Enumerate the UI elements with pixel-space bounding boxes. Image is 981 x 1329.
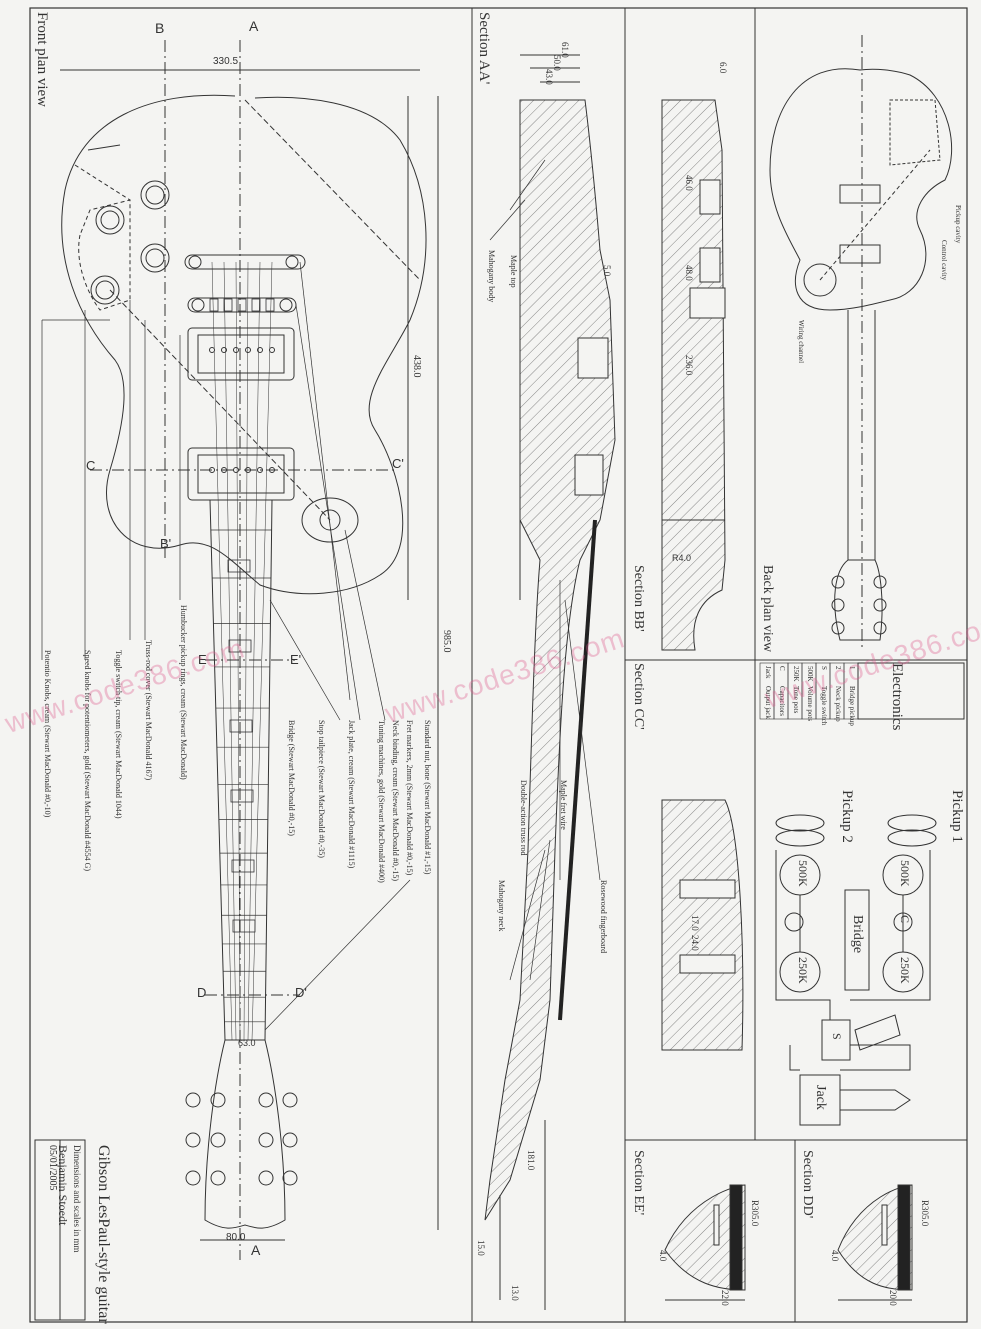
callout-fret-wire: Maple fret wire [559,780,568,830]
label-pickup-1: Pickup 1 [949,790,965,843]
callout-truss-rod: Double-action truss rod [519,780,528,856]
callout-bridge: Bridge (Stewart MacDonald #0,-15) [287,720,296,836]
drawing-title: Gibson LesPaul-style guitar [95,1145,112,1324]
wiring-diagram [775,814,937,1126]
label-pickup-2: Pickup 2 [839,790,855,843]
marker-b-prime: B' [160,536,172,551]
drawing-date: 05/01/2005 [47,1145,58,1191]
label-pot-tone-2: 250K [796,957,810,984]
label-cap: C [898,915,912,924]
dim-aa-13: 13.0 [510,1285,520,1301]
dim-aa-181: 181.0 [526,1150,536,1171]
dim-aa-43: 43.0 [544,69,554,85]
dim-ee-r: R305.0 [750,1200,760,1227]
electronics-table-desc: Bridge pickup [848,686,856,726]
view-title-section-ee: Section EE' [631,1150,646,1216]
marker-a-top: A [249,18,259,34]
dim-body-length: 438.0 [411,355,422,378]
label-bridge: Bridge [850,915,865,954]
section-ee-profile [664,1184,746,1291]
dim-aa-6: 6.0 [718,62,728,74]
callout-stop-tailpiece: Stop tailpiece (Stewart MacDonald #0,-35… [317,720,326,858]
dim-cc-24: 24.0 [690,935,700,951]
view-title-back: Back plan view [760,565,775,653]
view-title-section-dd: Section DD' [800,1150,815,1219]
callout-standard-nut: Standard nut, bone (Stewart MacDonald #1… [423,720,432,875]
label-jack: Jack [813,1085,828,1110]
marker-c: C [86,458,96,473]
dim-ee-4: 4.0 [658,1250,668,1262]
view-title-section-cc: Section CC' [631,663,646,730]
dim-total-length: 985.0 [441,630,452,653]
callout-potentio-knobs: Potentio Knobs, cream (Stewart MacDonald… [43,650,52,818]
dim-aa-5: 5.0 [602,265,612,277]
dim-bb-46: 46.0 [684,175,694,191]
dim-cc-17: 17.0 [690,915,700,931]
dim-bb-236: 236.0 [684,355,694,376]
label-pot-vol-2: 500K [796,860,810,887]
marker-c-prime: C' [392,456,404,471]
electronics-table-key: C [778,666,786,671]
marker-e: E [198,652,207,667]
marker-e-prime: E' [290,652,302,667]
drawing-units: Dimensions and scales in mm [72,1145,82,1253]
electronics-table-row [759,662,775,720]
dim-ee-22: 22.0 [720,1290,730,1306]
section-dd-profile [837,1184,913,1291]
neck-pickup [187,447,295,501]
control-knobs [90,180,170,305]
front-body-outline [61,94,427,595]
bridge-pickup [187,327,295,381]
electronics-table-key: Jack [764,666,772,679]
view-title-section-bb: Section BB' [631,565,646,632]
callout-tuning-machines: Tuning machines, gold (Stewart MacDonald… [377,720,386,883]
callout-jack-plate: Jack plate, cream (Stewart MacDonald #11… [347,720,356,869]
front-headstock [185,1039,298,1229]
dim-aa-15: 15.0 [476,1240,486,1256]
marker-a-bottom: A [251,1242,261,1258]
dim-dd-4: 4.0 [830,1250,840,1262]
dim-body-width: 330.5 [213,56,239,67]
callout-pickup-cavity: Pickup cavity [954,205,962,244]
dim-bb-r40: R4.0 [672,553,692,563]
marker-d-prime: D' [295,985,307,1000]
label-pot-tone-1: 250K [898,957,912,984]
callout-rosewood: Rosewood fingerboard [599,880,608,954]
dim-bb-48: 48.0 [684,265,694,281]
section-cc-profile [661,799,744,1051]
view-title-front: Front plan view [34,12,50,107]
label-pot-vol-1: 500K [898,860,912,887]
dim-dd-20: 20.0 [888,1290,898,1306]
section-bb-profile [661,99,726,651]
callout-neck-binding: Neck binding, cream (Stewart MacDonald #… [391,720,400,882]
callout-control-cavity: Control cavity [940,240,948,281]
callout-pickup-rings: Humbucker pickup rings, cream (Stewart M… [179,605,188,780]
back-body-outline [769,68,952,311]
dim-nut-angle: 63.0 [238,1038,256,1048]
section-aa-profile [484,99,616,1221]
callout-fret-markers: Fret markers, 2mm (Stewart MacDonald #0,… [405,720,414,876]
callout-maple-top: Maple top [509,255,518,288]
dim-dd-r: R305.0 [920,1200,930,1227]
marker-b-top: B [155,20,165,36]
callout-wiring-channel: Wiring channel [797,320,805,364]
callout-mahogany-body: Mahogany body [487,250,496,303]
label-switch: S [830,1033,844,1040]
callout-mahogany-neck: Mahogany neck [497,880,506,932]
dim-headstock-width: 80.0 [226,1232,246,1243]
view-title-section-aa: Section AA' [476,12,492,85]
marker-d: D [197,985,207,1000]
